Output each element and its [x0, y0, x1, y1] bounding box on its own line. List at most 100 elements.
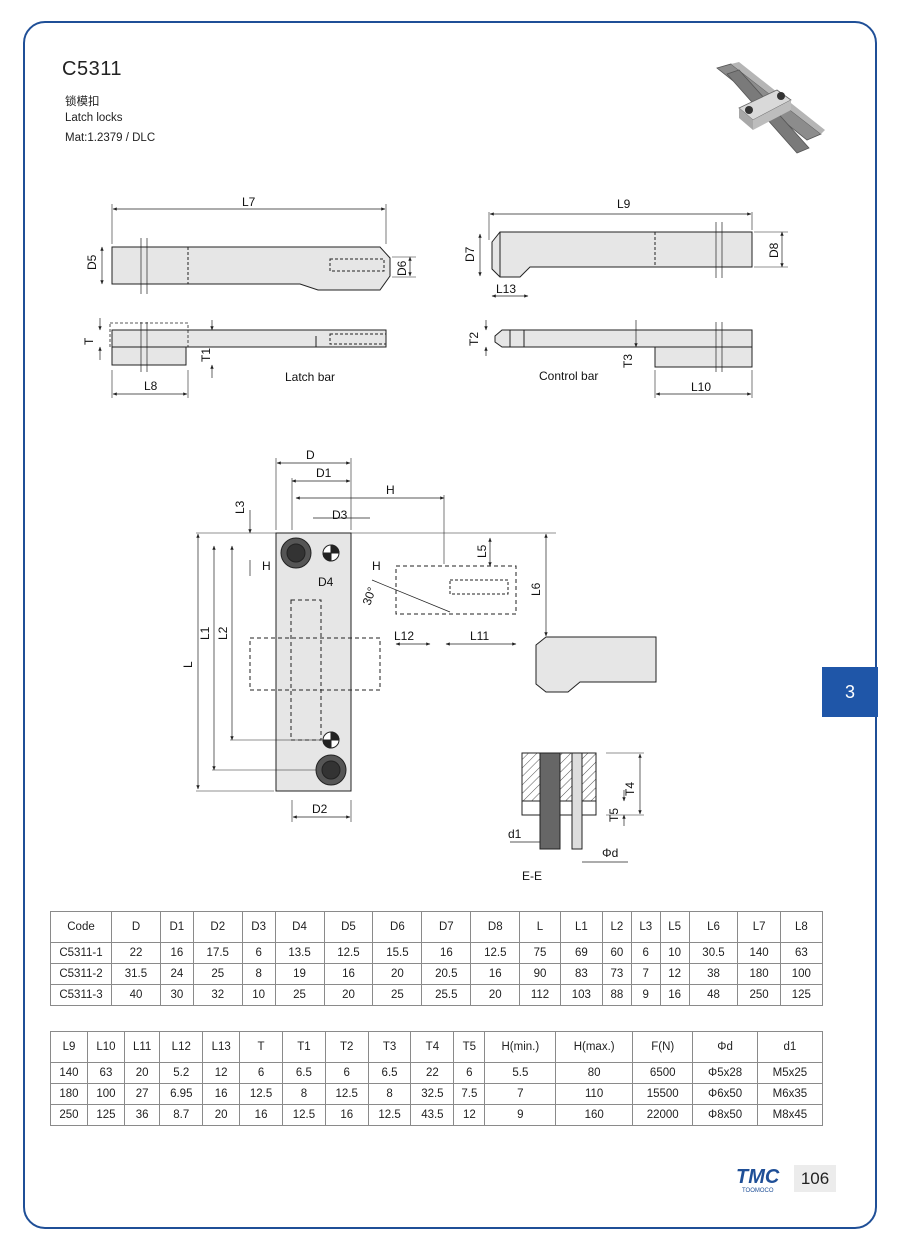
product-photo [716, 62, 825, 154]
label-t2: T2 [467, 332, 481, 346]
table-cell: 19 [274, 963, 325, 985]
table-cell: 43.5 [410, 1104, 455, 1126]
table-cell: 22 [410, 1062, 455, 1084]
label-d1: D1 [316, 466, 332, 480]
table-header-row: L9 L10 L11 L12 L13 T T1 T2 T3 T4 T5 H(mi… [50, 1031, 824, 1063]
table-cell: 20 [372, 963, 423, 985]
table-cell: 20 [123, 1062, 161, 1084]
table-row: C5311-1 22 16 17.5 6 13.5 12.5 15.5 16 1… [50, 942, 824, 964]
table-cell: Φ5x28 [692, 1062, 758, 1084]
table-cell: 6 [453, 1062, 486, 1084]
table-cell: 48 [688, 984, 739, 1006]
table-cell: 8 [281, 1083, 326, 1105]
table-cell: 8.7 [159, 1104, 204, 1126]
label-h-top: H [386, 483, 395, 497]
table-cell: 10 [659, 942, 690, 964]
label-l10: L10 [691, 380, 711, 394]
label-section-ee: E-E [522, 869, 542, 883]
table-cell: 6 [630, 942, 661, 964]
label-control-bar: Control bar [539, 369, 598, 383]
table-cell: 8 [367, 1083, 412, 1105]
table-cell: 12.5 [367, 1104, 412, 1126]
table-header-cell: D8 [470, 911, 521, 943]
table-cell: 73 [601, 963, 632, 985]
table-cell: 60 [601, 942, 632, 964]
table-header-cell: L11 [123, 1031, 161, 1063]
table-header-cell: D7 [421, 911, 472, 943]
table-header-cell: L13 [202, 1031, 241, 1063]
table-cell: 25 [372, 984, 423, 1006]
table-header-cell: L3 [630, 911, 661, 943]
product-name-en: Latch locks [65, 112, 123, 124]
label-angle: 30° [360, 585, 379, 607]
table-cell: 12.5 [281, 1104, 326, 1126]
table-cell: C5311-1 [50, 942, 112, 964]
table-cell: 6.5 [281, 1062, 326, 1084]
page-frame [23, 21, 877, 1229]
table-header-cell: D4 [274, 911, 325, 943]
table-cell: 12 [453, 1104, 486, 1126]
table-header-cell: D2 [192, 911, 243, 943]
control-bar-top-view [478, 212, 788, 298]
logo-text: TMC [736, 1166, 780, 1188]
table-cell: 80 [555, 1062, 634, 1084]
table-cell: 16 [470, 963, 521, 985]
label-d6: D6 [395, 260, 409, 276]
table-cell: 25.5 [421, 984, 472, 1006]
label-latch-bar: Latch bar [285, 370, 335, 384]
table-cell: 6 [324, 1062, 369, 1084]
label-d1-bolt: d1 [508, 827, 522, 841]
table-cell: 5.2 [159, 1062, 204, 1084]
table-header-cell: L1 [559, 911, 603, 943]
table-cell: 25 [274, 984, 325, 1006]
table-header-cell: L8 [779, 911, 824, 943]
table-header-cell: H(min.) [484, 1031, 557, 1063]
label-l11: L11 [470, 629, 489, 643]
table-cell: 32.5 [410, 1083, 455, 1105]
table-cell: 10 [241, 984, 276, 1006]
table-cell: 250 [737, 984, 781, 1006]
table-cell: 6.95 [159, 1083, 204, 1105]
logo-subtext: TOOMOCO [742, 1188, 774, 1194]
tmc-logo: TMC TOOMOCO [736, 1166, 780, 1194]
table-cell: 100 [779, 963, 824, 985]
label-l1: L1 [198, 626, 212, 640]
table-cell: 6.5 [367, 1062, 412, 1084]
table-cell: 160 [555, 1104, 634, 1126]
table-cell: Φ6x50 [692, 1083, 758, 1105]
table-cell: 110 [555, 1083, 634, 1105]
table-cell: 31.5 [111, 963, 161, 985]
label-t3: T3 [621, 354, 635, 368]
table-cell: 20 [470, 984, 521, 1006]
table-cell: 12 [659, 963, 690, 985]
table-cell: 7.5 [453, 1083, 486, 1105]
table-cell: 40 [111, 984, 161, 1006]
label-l9: L9 [617, 197, 631, 211]
spec-table-1: Code D D1 D2 D3 D4 D5 D6 D7 D8 L L1 L2 L… [50, 911, 824, 1006]
table-header-cell: Φd [692, 1031, 758, 1063]
table-header-cell: L6 [688, 911, 739, 943]
control-bar-side-view [484, 320, 753, 398]
table-cell: C5311-2 [50, 963, 112, 985]
table-cell: 63 [779, 942, 824, 964]
table-cell: 20.5 [421, 963, 472, 985]
table-cell: 12 [202, 1062, 241, 1084]
table-cell: 250 [50, 1104, 88, 1126]
label-l: L [181, 661, 195, 668]
table-row: 180 100 27 6.95 16 12.5 8 12.5 8 32.5 7.… [50, 1083, 824, 1105]
table-cell: 16 [239, 1104, 283, 1126]
table-cell: 30 [159, 984, 194, 1006]
table-cell: 83 [559, 963, 603, 985]
table-cell: 90 [519, 963, 561, 985]
table-cell: 7 [630, 963, 661, 985]
table-cell: 15.5 [372, 942, 423, 964]
table-header-row: Code D D1 D2 D3 D4 D5 D6 D7 D8 L L1 L2 L… [50, 911, 824, 943]
label-l7: L7 [242, 195, 256, 209]
table-cell: 16 [421, 942, 472, 964]
table-cell: 180 [737, 963, 781, 985]
table-cell: 32 [192, 984, 243, 1006]
table-cell: 9 [630, 984, 661, 1006]
section-e-e [510, 752, 644, 863]
product-code: C5311 [62, 58, 122, 80]
label-t1: T1 [199, 348, 213, 362]
